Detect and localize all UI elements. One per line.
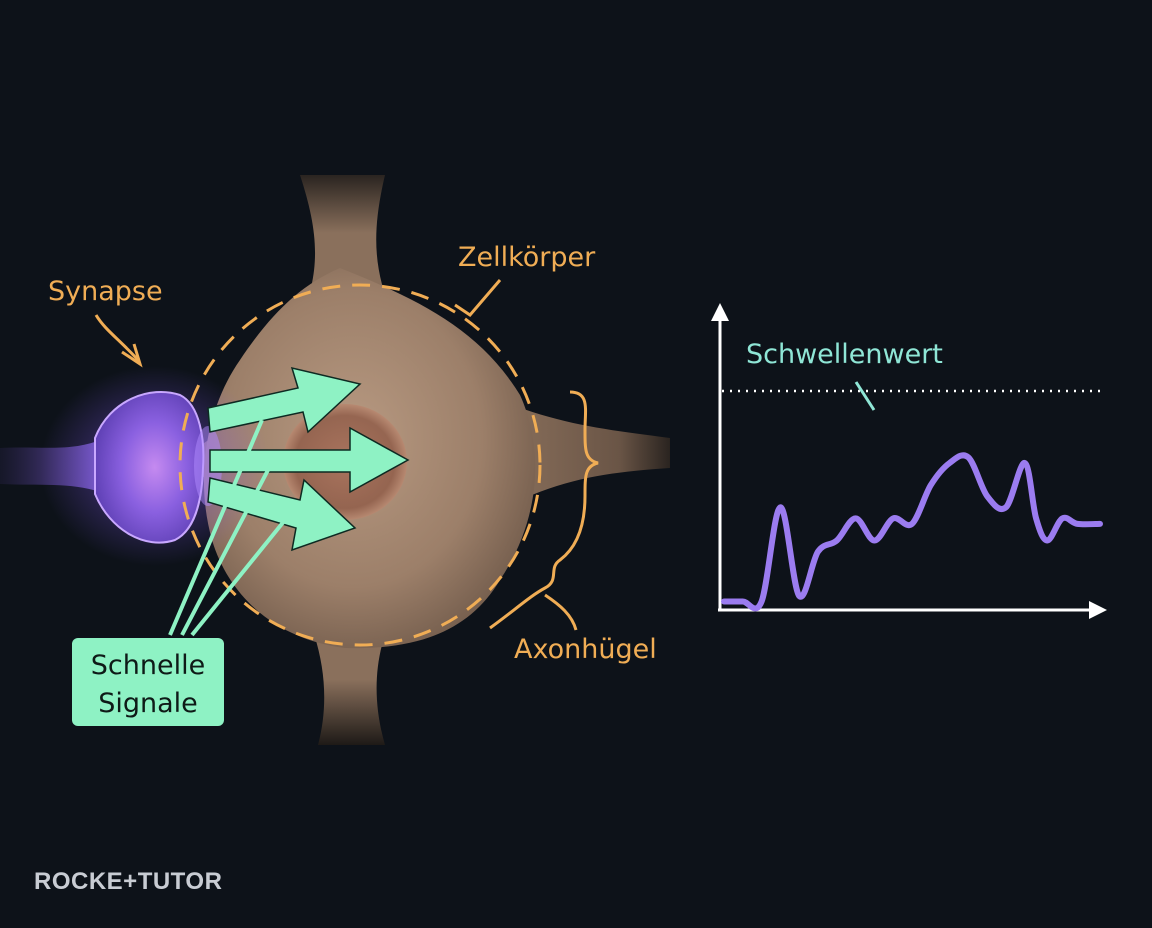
pointer-line-3 — [190, 518, 287, 637]
synapse — [0, 366, 270, 566]
signal-arrow-top — [207, 366, 362, 434]
fast-signals-label-line2: Signale — [98, 688, 198, 719]
fast-signals-box — [72, 638, 224, 726]
signal-pointer-lines — [168, 419, 287, 637]
cell-body-outline — [178, 283, 542, 647]
signal-arrow-middle — [209, 426, 410, 494]
cell-body-label: Zellkörper — [458, 242, 596, 273]
synapse-pointer — [94, 314, 140, 362]
fast-signals-label-line1: Schnelle — [91, 650, 205, 681]
pointer-line-2 — [180, 469, 270, 636]
membrane-potential-chart: Schwellenwert — [711, 303, 1107, 619]
brand-logo: ROCKE+TUTOR — [34, 868, 223, 895]
cell-body-pointer — [454, 279, 502, 317]
synapse-axon-stalk — [0, 440, 100, 492]
threshold-pointer — [854, 381, 876, 411]
synapse-pointer-head — [121, 343, 143, 368]
membrane-potential-series — [721, 452, 1103, 612]
axon-hillock-brace — [489, 390, 599, 630]
axon-hillock-pointer — [544, 593, 578, 631]
threshold-label: Schwellenwert — [746, 339, 943, 370]
signal-arrows — [207, 366, 410, 552]
signal-arrow-bottom — [207, 477, 357, 552]
axon — [500, 400, 670, 510]
pointer-line-1 — [168, 419, 264, 636]
synapse-label: Synapse — [48, 276, 163, 307]
axon-hillock-label: Axonhügel — [514, 634, 657, 665]
